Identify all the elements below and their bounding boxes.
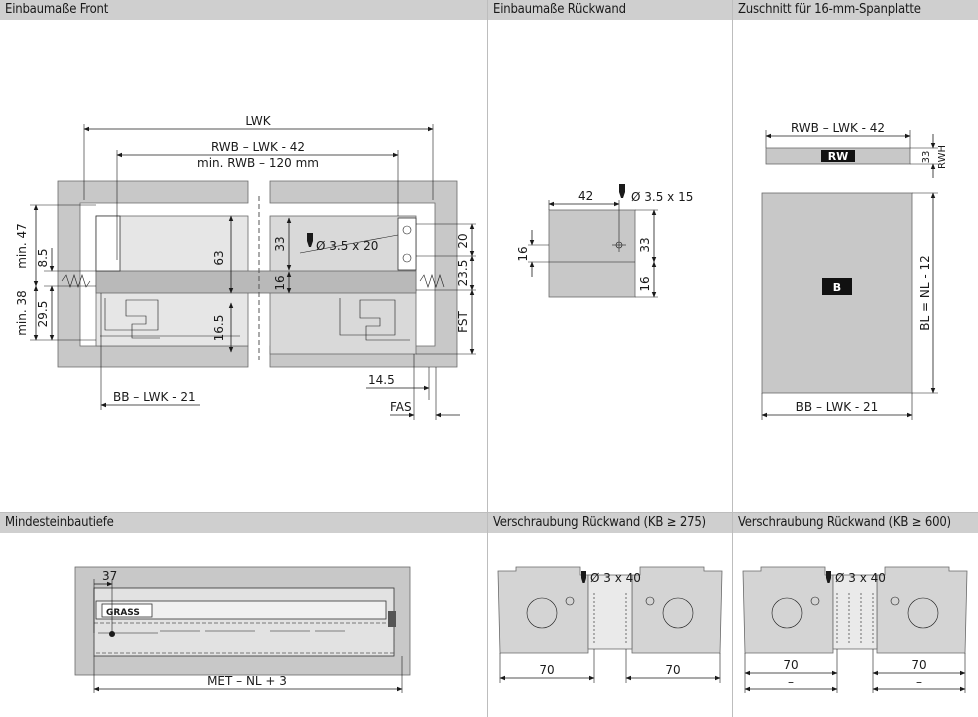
label-screw-front: Ø 3.5 x 20	[316, 239, 378, 253]
label-bb-cut: BB – LWK - 21	[796, 400, 879, 414]
label-min38: min. 38	[15, 290, 29, 336]
label-rwb: RWB – LWK - 42	[211, 140, 305, 154]
drawer-side	[93, 587, 395, 657]
rear-wall	[548, 209, 636, 298]
label-fas: FAS	[390, 400, 412, 414]
panel-rear: Einbaumaße Rückwand 42 Ø 3.5 x 15 16 33 …	[488, 0, 732, 512]
screw-275-drawing: Ø 3 x 40 70 70	[497, 566, 723, 683]
left-rail-profile	[104, 298, 160, 339]
label-bl: BL = NL - 12	[918, 255, 932, 331]
label-min47: min. 47	[15, 223, 29, 269]
label-16-rear-b: 16	[638, 276, 652, 291]
label-33-cut: 33	[921, 151, 932, 164]
panel-screw-275-title: Verschraubung Rückwand (KB ≥ 275)	[488, 513, 732, 533]
label-16-5: 16.5	[212, 315, 226, 342]
mount-point	[109, 631, 115, 637]
panel-depth: Mindesteinbautiefe GRASS 37 MET – NL + 3	[0, 513, 487, 717]
label-screw-275: Ø 3 x 40	[590, 571, 641, 585]
label-33: 33	[273, 236, 287, 251]
left-profile-box	[95, 215, 121, 272]
label-screw-rear: Ø 3.5 x 15	[631, 190, 693, 204]
divider-horizontal	[0, 512, 978, 513]
label-16: 16	[273, 275, 287, 290]
label-16-rear-a: 16	[516, 246, 530, 261]
drawer-bottom-bar	[95, 270, 417, 294]
label-20: 20	[456, 233, 470, 248]
screw-icon	[307, 233, 313, 247]
depth-drawing: GRASS 37 MET – NL + 3	[74, 566, 411, 693]
bracket-right-600	[876, 566, 968, 654]
panel-cut: Zuschnitt für 16-mm-Spanplatte RWB – LWK…	[733, 0, 978, 512]
label-23-5: 23.5	[456, 260, 470, 287]
label-dash-left: –	[788, 675, 794, 689]
label-grass: GRASS	[106, 608, 140, 618]
panel-front: Einbaumaße Front LWK	[0, 0, 487, 512]
hinge-right-600	[907, 597, 939, 629]
panel-screw-600: Verschraubung Rückwand (KB ≥ 600) Ø 3 x …	[733, 513, 978, 717]
label-met: MET – NL + 3	[207, 674, 287, 688]
label-screw-600: Ø 3 x 40	[835, 571, 886, 585]
spring-right	[419, 274, 445, 288]
screw-icon-275	[581, 571, 586, 583]
hinge-left-600	[771, 597, 803, 629]
right-rail-profile	[339, 298, 410, 341]
bracket-left	[497, 566, 589, 654]
label-lwk: LWK	[245, 114, 271, 128]
label-min-rwb: min. RWB – 120 mm	[197, 156, 319, 170]
panel-depth-title: Mindesteinbautiefe	[0, 513, 487, 533]
label-rwh: RWH	[937, 145, 948, 169]
label-14-5: 14.5	[368, 373, 395, 387]
label-29-5: 29.5	[36, 301, 50, 328]
label-dash-right: –	[916, 675, 922, 689]
cut-drawing: RWB – LWK - 42 RW 33 RWH B BL = NL - 12 …	[761, 121, 948, 420]
label-70-right: 70	[665, 663, 680, 677]
divider-vertical-2	[732, 0, 733, 717]
label-fst: FST	[456, 311, 470, 333]
grass-badge	[101, 603, 153, 618]
screw-600-drawing: Ø 3 x 40 70 70 – –	[742, 566, 968, 693]
screw-line	[593, 593, 627, 643]
bracket-left-600	[742, 566, 834, 654]
hinge-left	[526, 597, 558, 629]
label-70-right-600: 70	[911, 658, 926, 672]
panel-cut-title: Zuschnitt für 16-mm-Spanplatte	[733, 0, 978, 20]
panel-screw-600-title: Verschraubung Rückwand (KB ≥ 600)	[733, 513, 978, 533]
panel-front-title: Einbaumaße Front	[0, 0, 487, 20]
spring-left	[61, 274, 91, 288]
right-bracket	[397, 217, 417, 271]
label-rwb-cut: RWB – LWK - 42	[791, 121, 885, 135]
panel-screw-275: Verschraubung Rückwand (KB ≥ 275) Ø 3 x …	[488, 513, 732, 717]
label-42: 42	[578, 189, 593, 203]
label-8-5: 8.5	[36, 248, 50, 267]
bracket-right	[631, 566, 723, 654]
label-b: B	[833, 281, 841, 294]
rear-drawing: 42 Ø 3.5 x 15 16 33 16	[516, 184, 693, 298]
panel-rear-title: Einbaumaße Rückwand	[488, 0, 732, 20]
divider-vertical-1	[487, 0, 488, 717]
label-70-left-600: 70	[783, 658, 798, 672]
label-bb: BB – LWK - 21	[113, 390, 196, 404]
label-rw: RW	[828, 150, 849, 163]
label-37: 37	[102, 569, 117, 583]
label-33-rear: 33	[638, 237, 652, 252]
label-70-left: 70	[539, 663, 554, 677]
screw-icon-600	[826, 571, 831, 583]
screw-icon-rear	[619, 184, 625, 198]
label-63: 63	[212, 250, 226, 265]
front-drawing: LWK RWB – LWK - 42 min. RWB – 120 mm min…	[15, 114, 476, 420]
screw-lines-600	[836, 593, 874, 643]
hinge-right	[662, 597, 694, 629]
